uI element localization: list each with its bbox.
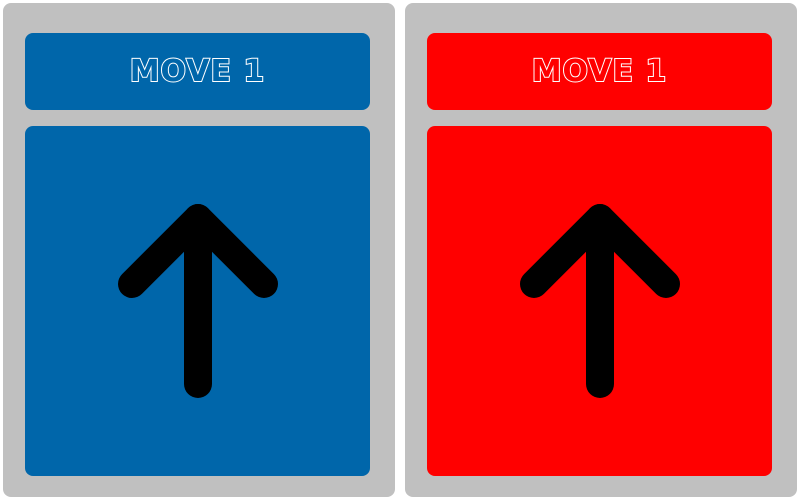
- move-header-blue[interactable]: MOVE 1: [25, 33, 370, 110]
- move-label-red: MOVE 1: [531, 53, 668, 90]
- move-card-red[interactable]: [427, 126, 772, 476]
- arrow-up-icon: [117, 204, 278, 398]
- move-label-blue: MOVE 1: [129, 53, 266, 90]
- player-panel-blue: MOVE 1: [3, 3, 395, 497]
- arrow-up-icon: [519, 204, 680, 398]
- player-panel-red: MOVE 1: [405, 3, 797, 497]
- move-header-red[interactable]: MOVE 1: [427, 33, 772, 110]
- move-card-blue[interactable]: [25, 126, 370, 476]
